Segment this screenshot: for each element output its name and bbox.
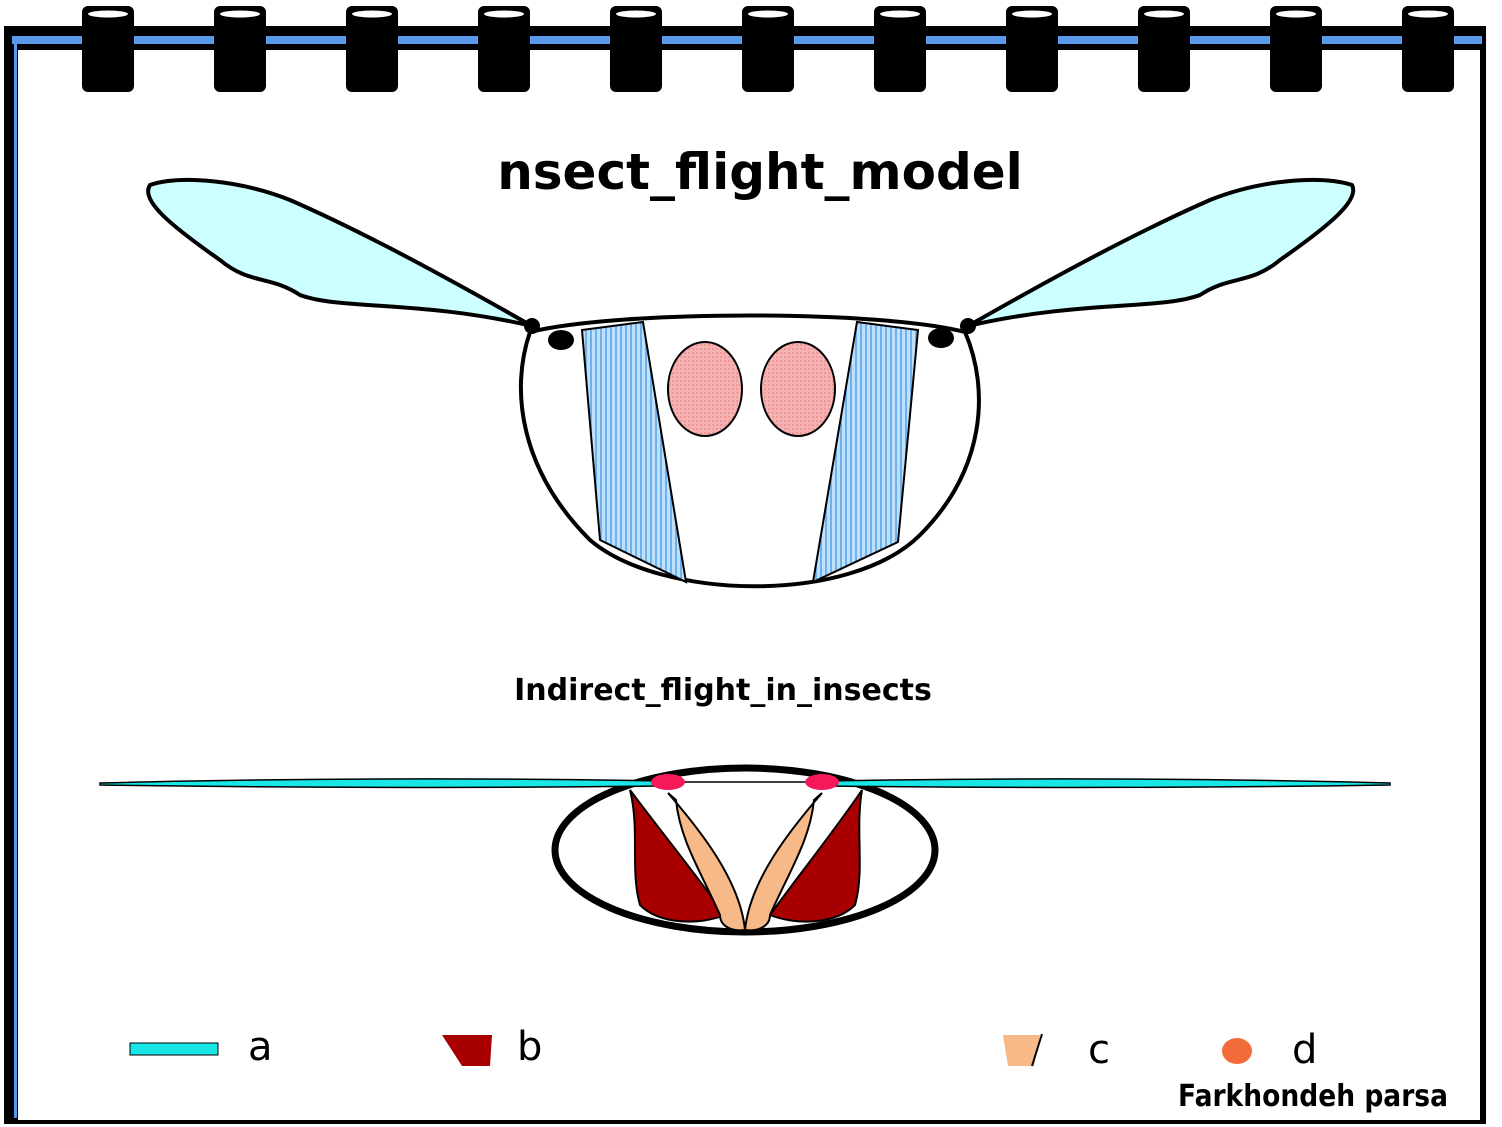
legend-swatch-b <box>442 1035 492 1066</box>
spiral-ring <box>742 6 794 92</box>
legend-swatch-c-edge <box>1031 1033 1043 1067</box>
left-hinge-inner <box>548 330 574 350</box>
spiral-ring <box>610 6 662 92</box>
left-dorsoventral-muscle <box>580 320 688 584</box>
legend-swatch-c <box>1003 1035 1040 1066</box>
spiral-ring-hole <box>616 10 656 18</box>
spiral-ring-hole <box>880 10 920 18</box>
top-diagram <box>146 178 1356 589</box>
legend-label-c: c <box>1088 1027 1110 1073</box>
left-longitudinal-muscle <box>667 341 743 437</box>
legend-label-a: a <box>248 1024 273 1070</box>
frame-blue-edge <box>14 40 17 1118</box>
right-muscle-c <box>743 792 823 932</box>
legend-label-d: d <box>1292 1027 1317 1073</box>
right-wing-a <box>824 778 1391 789</box>
legend-swatch-d <box>1222 1038 1252 1064</box>
diagram-subtitle: Indirect_flight_in_insects <box>514 673 932 708</box>
spiral-ring <box>874 6 926 92</box>
right-hinge-inner <box>928 328 954 348</box>
thorax-section <box>551 764 939 936</box>
spiral-ring-hole <box>1012 10 1052 18</box>
left-hinge-outer <box>524 318 540 334</box>
legend-label-b: b <box>517 1024 542 1070</box>
right-wing <box>967 178 1356 328</box>
spiral-ring <box>1006 6 1058 92</box>
right-hinge-outer <box>960 318 976 334</box>
left-pivot-d <box>651 774 685 790</box>
right-longitudinal-muscle <box>760 341 836 437</box>
spiral-ring <box>1138 6 1190 92</box>
spiral-ring <box>1402 6 1454 92</box>
spiral-ring-hole <box>220 10 260 18</box>
spiral-ring-hole <box>1408 10 1448 18</box>
spiral-ring-hole <box>88 10 128 18</box>
spiral-ring <box>214 6 266 92</box>
spiral-ring-hole <box>484 10 524 18</box>
legend-swatch-a <box>129 1042 219 1056</box>
spiral-ring-hole <box>1276 10 1316 18</box>
right-pivot-d <box>805 774 839 790</box>
left-muscle-b <box>629 789 727 923</box>
spiral-ring <box>1270 6 1322 92</box>
spiral-ring-hole <box>1144 10 1184 18</box>
spiral-ring-hole <box>748 10 788 18</box>
spiral-rings <box>82 6 1454 92</box>
bottom-diagram <box>99 764 1391 936</box>
diagram-title: nsect_flight_model <box>497 143 1023 201</box>
spiral-ring-hole <box>352 10 392 18</box>
left-wing <box>146 178 533 328</box>
left-muscle-c <box>667 792 747 932</box>
spiral-ring <box>346 6 398 92</box>
spiral-ring <box>478 6 530 92</box>
legend: a b c d <box>129 1024 1317 1073</box>
right-muscle-b <box>768 789 863 923</box>
right-dorsoventral-muscle <box>811 320 920 584</box>
author-credit: Farkhondeh parsa <box>1178 1079 1448 1114</box>
spiral-ring <box>82 6 134 92</box>
